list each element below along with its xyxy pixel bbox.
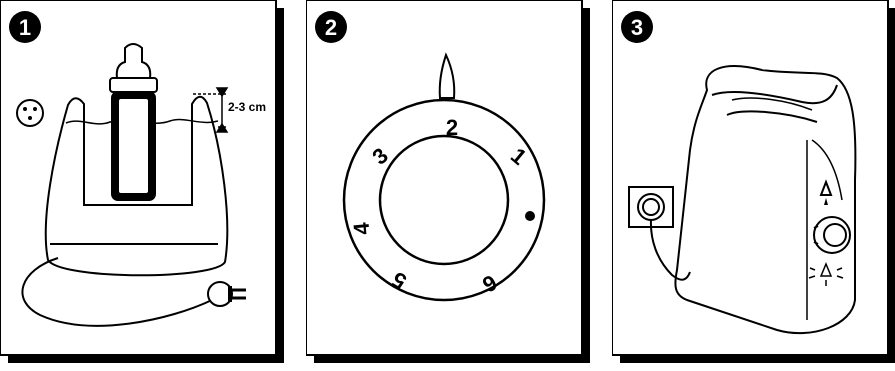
panel-step-3: 3 bbox=[612, 0, 895, 362]
step-number: 2 bbox=[325, 15, 337, 40]
measure-label: 2-3 cm bbox=[228, 100, 266, 114]
socket-icon bbox=[17, 100, 43, 126]
step-number: 3 bbox=[631, 15, 643, 40]
dial-label-2: 2 bbox=[446, 115, 458, 140]
bottle-warmer bbox=[675, 66, 855, 333]
control-dial bbox=[344, 100, 544, 300]
step-number: 1 bbox=[19, 15, 31, 40]
panel-step-2: 2 2 1 3 4 5 6 bbox=[306, 0, 589, 362]
step-number-badge: 2 bbox=[315, 11, 347, 43]
baby-bottle bbox=[110, 44, 157, 200]
temperature-knob bbox=[814, 217, 850, 253]
dial-dot bbox=[525, 211, 535, 221]
panel-step-1: 1 2-3 cm bbox=[0, 0, 283, 362]
step-number-badge: 1 bbox=[9, 11, 41, 43]
step-number-badge: 3 bbox=[621, 11, 653, 43]
